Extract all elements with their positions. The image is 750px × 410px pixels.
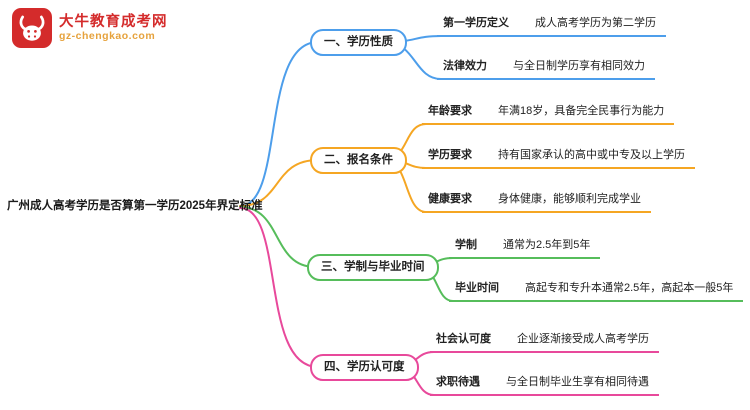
leaf-value: 身体健康，能够顺利完成学业 <box>498 193 641 205</box>
leaf-value: 持有国家承认的高中或中专及以上学历 <box>498 149 685 161</box>
wire-root-branch-4 <box>239 207 319 368</box>
leaf-key: 年龄要求 <box>428 105 472 117</box>
leaf-key: 毕业时间 <box>455 282 499 294</box>
leaf-node: 社会认可度 企业逐渐接受成人高考学历 <box>430 332 659 353</box>
leaf-value: 成人高考学历为第二学历 <box>535 17 656 29</box>
leaf-key: 法律效力 <box>443 60 487 72</box>
leaf-value: 企业逐渐接受成人高考学历 <box>517 333 649 345</box>
leaf-key: 求职待遇 <box>436 376 480 388</box>
site-logo: 大牛教育成考网 gz-chengkao.com <box>12 8 168 48</box>
mindmap-root-node: 广州成人高考学历是否算第一学历2025年界定标准 <box>7 200 263 212</box>
leaf-node: 健康要求 身体健康，能够顺利完成学业 <box>422 192 651 213</box>
logo-text-block: 大牛教育成考网 gz-chengkao.com <box>59 14 168 43</box>
leaf-value: 年满18岁，具备完全民事行为能力 <box>498 105 665 117</box>
site-url: gz-chengkao.com <box>59 30 156 43</box>
leaf-node: 学制 通常为2.5年到5年 <box>449 238 601 259</box>
leaf-value: 通常为2.5年到5年 <box>503 239 591 251</box>
site-name: 大牛教育成考网 <box>59 13 168 30</box>
bull-icon <box>12 8 52 48</box>
branch-node-3: 三、学制与毕业时间 <box>307 254 439 281</box>
leaf-node: 学历要求 持有国家承认的高中或中专及以上学历 <box>422 148 695 169</box>
leaf-key: 第一学历定义 <box>443 17 509 29</box>
leaf-node: 第一学历定义 成人高考学历为第二学历 <box>437 16 666 37</box>
leaf-key: 学历要求 <box>428 149 472 161</box>
leaf-node: 求职待遇 与全日制毕业生享有相同待遇 <box>430 375 659 396</box>
leaf-node: 毕业时间 高起专和专升本通常2.5年，高起本一般5年 <box>449 281 744 302</box>
leaf-key: 学制 <box>455 239 477 251</box>
branch-node-4: 四、学历认可度 <box>310 354 419 381</box>
leaf-value: 高起专和专升本通常2.5年，高起本一般5年 <box>525 282 734 294</box>
leaf-value: 与全日制学历享有相同效力 <box>513 60 645 72</box>
leaf-node: 法律效力 与全日制学历享有相同效力 <box>437 59 655 80</box>
wire-root-branch-2 <box>239 159 319 207</box>
leaf-value: 与全日制毕业生享有相同待遇 <box>506 376 649 388</box>
wire-root-branch-3 <box>239 206 316 268</box>
leaf-key: 健康要求 <box>428 193 472 205</box>
branch-node-2: 二、报名条件 <box>310 147 407 174</box>
leaf-key: 社会认可度 <box>436 333 491 345</box>
leaf-node: 年龄要求 年满18岁，具备完全民事行为能力 <box>422 104 675 125</box>
branch-node-1: 一、学历性质 <box>310 29 407 56</box>
wire-root-branch-1 <box>239 41 319 207</box>
